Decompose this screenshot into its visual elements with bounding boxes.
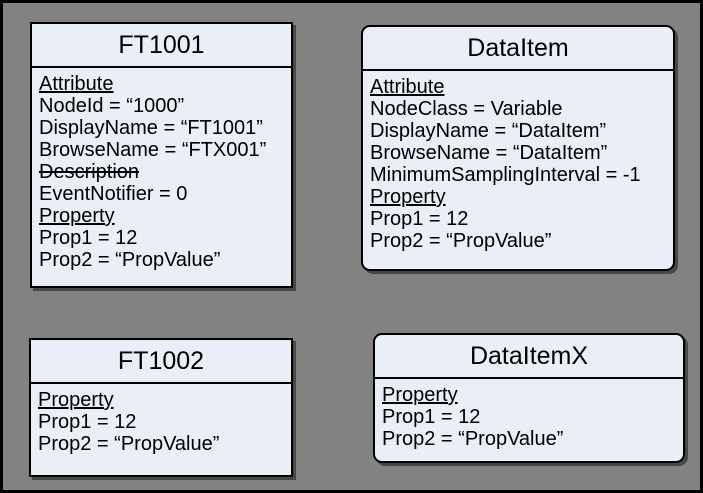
section-header-attribute: Attribute — [39, 73, 114, 95]
class-box-body: Property Prop1 = 12 Prop2 = “PropValue” — [375, 379, 683, 450]
class-box-title: DataItemX — [375, 335, 683, 379]
prop-prop1: Prop1 = 12 — [39, 227, 138, 249]
class-box-title: FT1002 — [31, 340, 291, 384]
attr-description: Description — [39, 161, 140, 183]
class-box-body: Property Prop1 = 12 Prop2 = “PropValue” — [31, 384, 291, 455]
section-header-property: Property — [39, 205, 115, 227]
prop-prop1: Prop1 = 12 — [382, 406, 481, 428]
attr-nodeid: NodeId = “1000” — [39, 95, 185, 117]
attr-displayname: DisplayName = “FT1001” — [39, 117, 263, 139]
attr-nodeclass: NodeClass = Variable — [370, 98, 563, 120]
prop-prop2: Prop2 = “PropValue” — [382, 428, 564, 450]
class-box-title: DataItem — [363, 27, 673, 71]
attr-browsename: BrowseName = “FTX001” — [39, 139, 267, 161]
class-box-ft1002: FT1002 Property Prop1 = 12 Prop2 = “Prop… — [29, 338, 293, 477]
attr-browsename: BrowseName = “DataItem” — [370, 142, 608, 164]
prop-prop2: Prop2 = “PropValue” — [370, 230, 552, 252]
section-header-attribute: Attribute — [370, 76, 445, 98]
prop-prop2: Prop2 = “PropValue” — [39, 249, 221, 271]
section-header-property: Property — [370, 186, 446, 208]
class-box-dataitem: DataItem Attribute NodeClass = Variable … — [361, 25, 675, 271]
attr-minimumsamplinginterval: MinimumSamplingInterval = -1 — [370, 164, 641, 186]
class-box-body: Attribute NodeClass = Variable DisplayNa… — [363, 71, 673, 252]
prop-prop2: Prop2 = “PropValue” — [38, 433, 220, 455]
prop-prop1: Prop1 = 12 — [370, 208, 469, 230]
attr-displayname: DisplayName = “DataItem” — [370, 120, 607, 142]
class-box-dataitemx: DataItemX Property Prop1 = 12 Prop2 = “P… — [373, 333, 685, 463]
class-box-body: Attribute NodeId = “1000” DisplayName = … — [32, 68, 291, 271]
section-header-property: Property — [382, 384, 458, 406]
section-header-property: Property — [38, 389, 114, 411]
class-box-title: FT1001 — [32, 24, 291, 68]
attr-eventnotifier: EventNotifier = 0 — [39, 183, 188, 205]
class-box-ft1001: FT1001 Attribute NodeId = “1000” Display… — [30, 22, 293, 288]
prop-prop1: Prop1 = 12 — [38, 411, 137, 433]
